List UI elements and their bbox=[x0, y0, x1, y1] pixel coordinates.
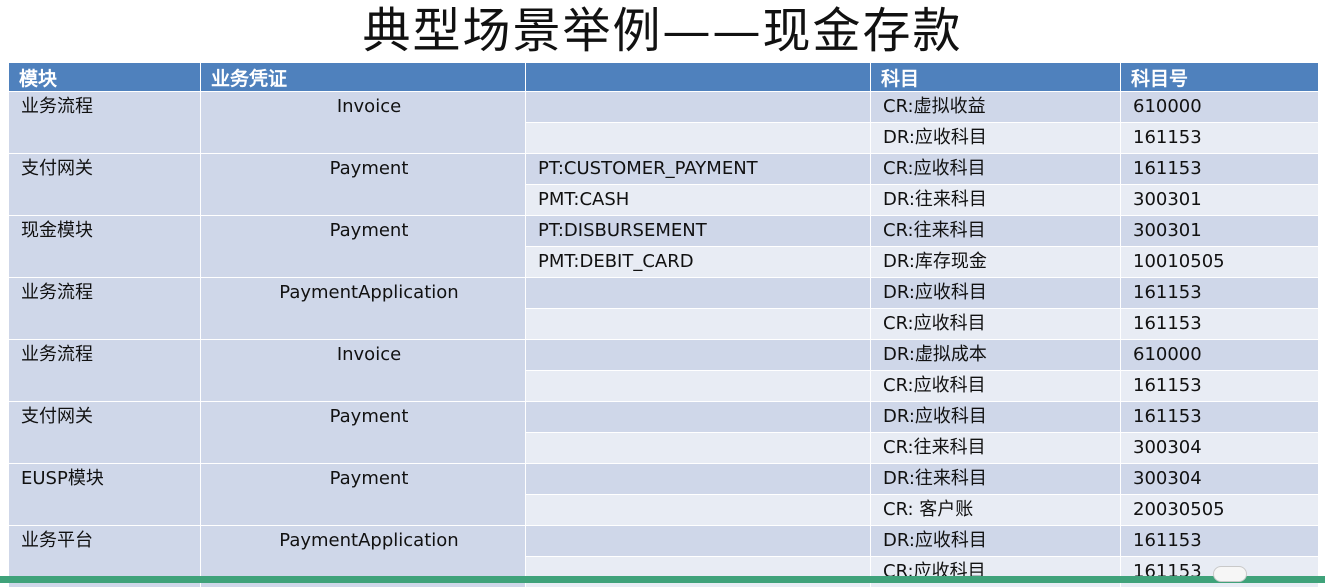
document-cell: Payment bbox=[200, 401, 526, 464]
account-code-cell: 161153 bbox=[1120, 401, 1319, 433]
account-code-cell: 300301 bbox=[1120, 184, 1319, 216]
document-cell: Payment bbox=[200, 463, 526, 526]
document-cell: PaymentApplication bbox=[200, 277, 526, 340]
type-cell: PT:CUSTOMER_PAYMENT bbox=[525, 153, 871, 185]
account-cell: DR:往来科目 bbox=[870, 463, 1121, 495]
account-cell: CR:往来科目 bbox=[870, 215, 1121, 247]
type-cell bbox=[525, 370, 871, 402]
table-row: PMT:CASH DR:往来科目 300301 bbox=[9, 184, 1319, 216]
account-code-cell: 161153 bbox=[1120, 153, 1319, 185]
header-module: 模块 bbox=[8, 62, 201, 92]
table-row: 业务流程 Invoice CR:虚拟收益 610000 bbox=[8, 91, 1319, 154]
account-cell: CR:应收科目 bbox=[870, 370, 1121, 402]
table-row: 支付网关 Payment DR:应收科目 161153 bbox=[8, 401, 1319, 464]
table-row: 业务平台 PaymentApplication DR:应收科目 161153 bbox=[8, 525, 1319, 588]
account-code-cell: 10010505 bbox=[1120, 246, 1319, 278]
accounting-table: 模块 业务凭证 科目 科目号 业务流程 Invoice CR:虚拟收益 6100… bbox=[8, 62, 1319, 588]
account-cell: CR:虚拟收益 bbox=[870, 91, 1121, 123]
module-cell: EUSP模块 bbox=[8, 463, 201, 526]
module-cell: 业务流程 bbox=[8, 339, 201, 402]
table-row: 业务流程 Invoice DR:虚拟成本 610000 bbox=[8, 339, 1319, 402]
scroll-handle[interactable] bbox=[1213, 566, 1247, 582]
table-row: CR: 客户账 20030505 bbox=[9, 494, 1319, 526]
type-cell bbox=[525, 463, 871, 495]
account-code-cell: 161153 bbox=[1120, 122, 1319, 154]
table-header-row: 模块 业务凭证 科目 科目号 bbox=[8, 62, 1319, 92]
module-cell: 现金模块 bbox=[8, 215, 201, 278]
account-code-cell: 161153 bbox=[1120, 525, 1319, 557]
table-row: 现金模块 Payment PT:DISBURSEMENT CR:往来科目 300… bbox=[8, 215, 1319, 278]
account-code-cell: 300304 bbox=[1120, 432, 1319, 464]
document-cell: Invoice bbox=[200, 91, 526, 154]
document-cell: Payment bbox=[200, 153, 526, 216]
account-cell: DR:往来科目 bbox=[870, 184, 1121, 216]
slide-title: 典型场景举例——现金存款 bbox=[362, 3, 963, 59]
account-cell: CR: 客户账 bbox=[870, 494, 1121, 526]
type-cell bbox=[525, 525, 871, 557]
type-cell bbox=[525, 494, 871, 526]
type-cell: PMT:CASH bbox=[525, 184, 871, 216]
document-cell: Payment bbox=[200, 215, 526, 278]
table-row: EUSP模块 Payment DR:往来科目 300304 bbox=[8, 463, 1319, 526]
header-type bbox=[525, 62, 871, 92]
type-cell bbox=[525, 277, 871, 309]
account-code-cell: 161153 bbox=[1120, 277, 1319, 309]
type-cell: PMT:DEBIT_CARD bbox=[525, 246, 871, 278]
account-code-cell: 161153 bbox=[1120, 308, 1319, 340]
table-row: CR:应收科目 161153 bbox=[9, 370, 1319, 402]
type-cell bbox=[525, 401, 871, 433]
account-code-cell: 300301 bbox=[1120, 215, 1319, 247]
module-cell: 支付网关 bbox=[8, 401, 201, 464]
account-cell: CR:应收科目 bbox=[870, 308, 1121, 340]
header-account-code: 科目号 bbox=[1120, 62, 1319, 92]
module-cell: 业务流程 bbox=[8, 277, 201, 340]
header-account: 科目 bbox=[870, 62, 1121, 92]
footer-bar bbox=[0, 576, 1325, 583]
account-cell: DR:虚拟成本 bbox=[870, 339, 1121, 371]
account-cell: DR:库存现金 bbox=[870, 246, 1121, 278]
account-code-cell: 20030505 bbox=[1120, 494, 1319, 526]
table-row: 支付网关 Payment PT:CUSTOMER_PAYMENT CR:应收科目… bbox=[8, 153, 1319, 216]
module-cell: 业务流程 bbox=[8, 91, 201, 154]
account-code-cell: 161153 bbox=[1120, 370, 1319, 402]
type-cell: PT:DISBURSEMENT bbox=[525, 215, 871, 247]
account-code-cell: 300304 bbox=[1120, 463, 1319, 495]
table-row: CR:往来科目 300304 bbox=[9, 432, 1319, 464]
account-cell: CR:应收科目 bbox=[870, 153, 1121, 185]
account-cell: DR:应收科目 bbox=[870, 401, 1121, 433]
header-document: 业务凭证 bbox=[200, 62, 526, 92]
type-cell bbox=[525, 91, 871, 123]
type-cell bbox=[525, 122, 871, 154]
module-cell: 支付网关 bbox=[8, 153, 201, 216]
account-cell: DR:应收科目 bbox=[870, 277, 1121, 309]
account-cell: DR:应收科目 bbox=[870, 122, 1121, 154]
account-cell: DR:应收科目 bbox=[870, 525, 1121, 557]
account-code-cell: 610000 bbox=[1120, 91, 1319, 123]
table-row: PMT:DEBIT_CARD DR:库存现金 10010505 bbox=[9, 246, 1319, 278]
type-cell bbox=[525, 308, 871, 340]
account-code-cell: 610000 bbox=[1120, 339, 1319, 371]
type-cell bbox=[525, 339, 871, 371]
type-cell bbox=[525, 432, 871, 464]
table-row: 业务流程 PaymentApplication DR:应收科目 161153 bbox=[8, 277, 1319, 340]
document-cell: Invoice bbox=[200, 339, 526, 402]
table-row: CR:应收科目 161153 bbox=[9, 308, 1319, 340]
account-cell: CR:往来科目 bbox=[870, 432, 1121, 464]
